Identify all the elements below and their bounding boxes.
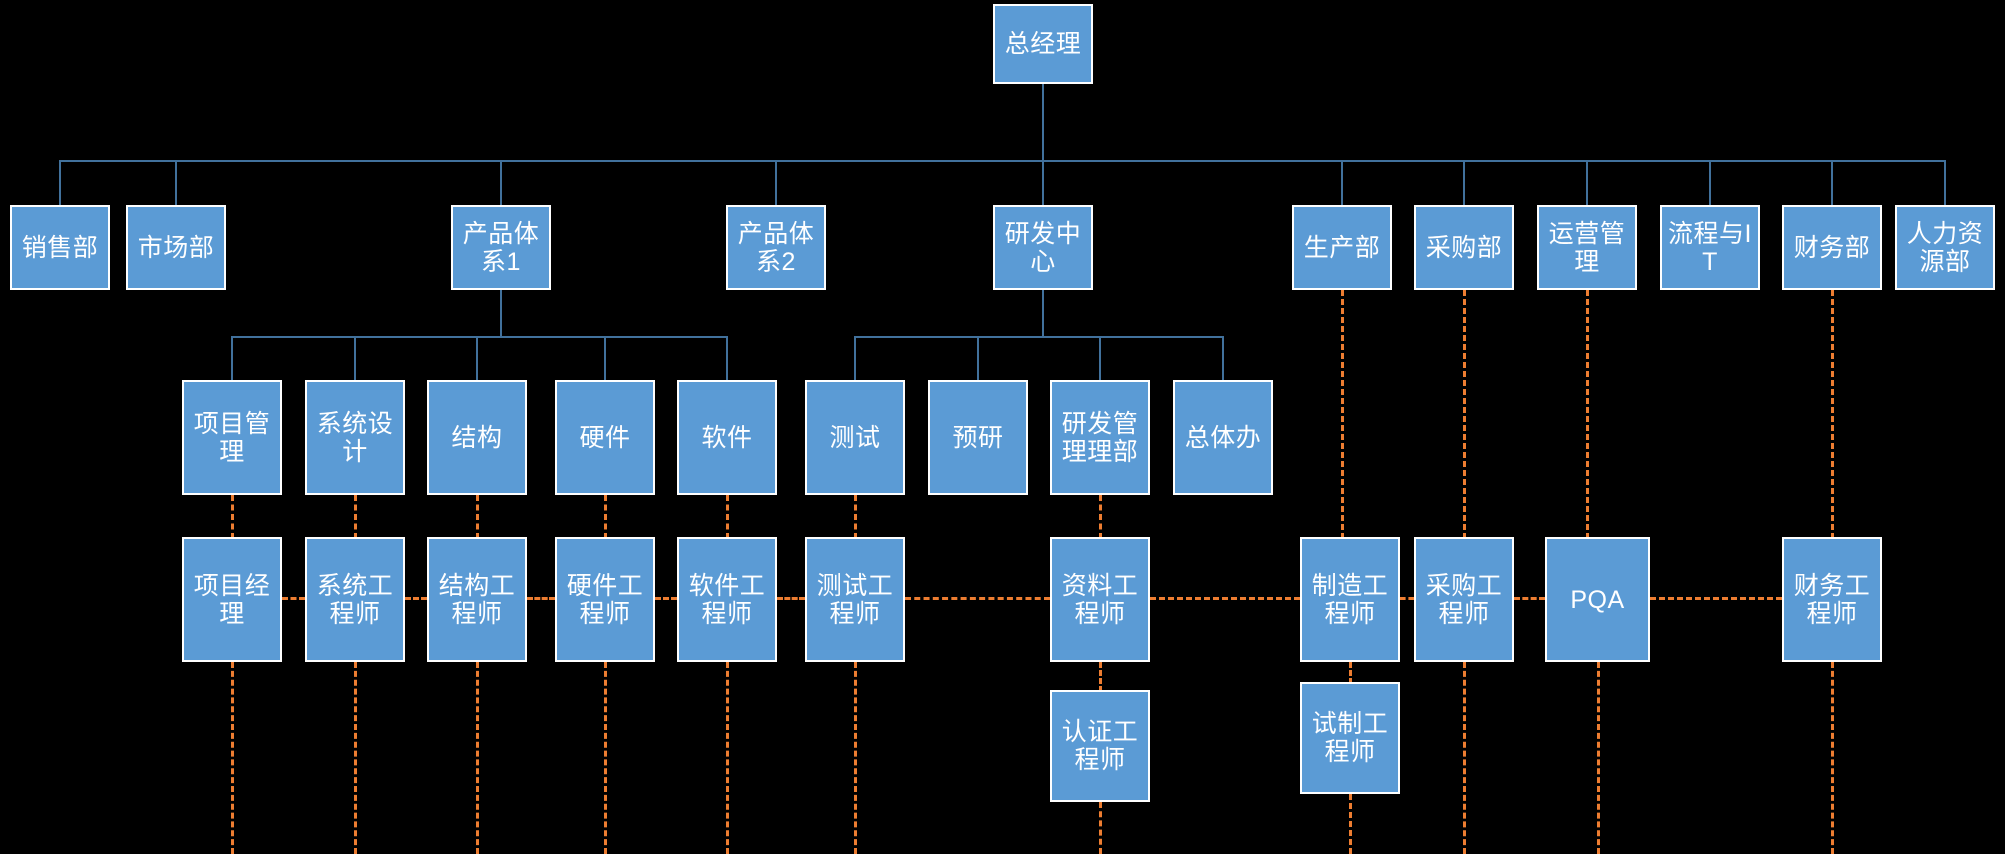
connector-drop-rnd-mgmt bbox=[1099, 336, 1101, 381]
dashed-engineer-peer-bus-8 bbox=[1400, 597, 1414, 600]
connector-drop-hr bbox=[1944, 160, 1946, 206]
node-rnd-center[interactable]: 研发中心 bbox=[993, 205, 1093, 290]
connector-drop-purchasing bbox=[1463, 160, 1465, 206]
connector-rnd-bus bbox=[854, 336, 1222, 338]
node-system-design[interactable]: 系统设计 bbox=[305, 380, 405, 495]
node-system-engineer[interactable]: 系统工程师 bbox=[305, 537, 405, 662]
dashed-operations-to-pqa bbox=[1586, 290, 1589, 539]
connector-drop-product2 bbox=[775, 160, 777, 206]
node-hardware[interactable]: 硬件 bbox=[555, 380, 655, 495]
dashed-tail-sw-eng bbox=[726, 662, 729, 854]
connector-drop-general-off bbox=[1222, 336, 1224, 381]
dashed-finance-to-fin-eng bbox=[1831, 290, 1834, 539]
dashed-tail-fin-eng bbox=[1831, 662, 1834, 854]
dashed-tail-hw-eng bbox=[604, 662, 607, 854]
dashed-tail-sys-eng bbox=[354, 662, 357, 854]
connector-product1-bus bbox=[231, 336, 726, 338]
node-general-office[interactable]: 总体办 bbox=[1173, 380, 1273, 495]
node-trial-production-engineer[interactable]: 试制工程师 bbox=[1300, 682, 1400, 794]
connector-product1-stem bbox=[500, 290, 502, 336]
dashed-production-to-mfg-eng bbox=[1341, 290, 1344, 539]
dashed-tail-struct-eng bbox=[476, 662, 479, 854]
node-sales-department[interactable]: 销售部 bbox=[10, 205, 110, 290]
connector-drop-sys-design bbox=[354, 336, 356, 381]
dashed-engineer-peer-bus-10 bbox=[1650, 597, 1782, 600]
node-structure-engineer[interactable]: 结构工程师 bbox=[427, 537, 527, 662]
node-process-and-it[interactable]: 流程与IT bbox=[1660, 205, 1760, 290]
connector-drop-software bbox=[726, 336, 728, 381]
connector-drop-product1 bbox=[500, 160, 502, 206]
connector-drop-testing bbox=[854, 336, 856, 381]
node-finance-engineer[interactable]: 财务工程师 bbox=[1782, 537, 1882, 662]
dashed-tail-proj-mgr bbox=[231, 662, 234, 854]
dashed-hardware-to-hw-eng bbox=[604, 495, 607, 539]
connector-root-stem bbox=[1042, 84, 1044, 160]
dashed-tail-purch-eng bbox=[1463, 662, 1466, 854]
node-test-engineer[interactable]: 测试工程师 bbox=[805, 537, 905, 662]
dashed-engineer-peer-bus-9 bbox=[1514, 597, 1545, 600]
node-software-engineer[interactable]: 软件工程师 bbox=[677, 537, 777, 662]
node-purchasing-engineer[interactable]: 采购工程师 bbox=[1414, 537, 1514, 662]
dashed-tail-pqa bbox=[1597, 662, 1600, 854]
dashed-engineer-peer-bus-left bbox=[282, 597, 305, 600]
node-production-department[interactable]: 生产部 bbox=[1292, 205, 1392, 290]
dashed-tail-test-eng bbox=[854, 662, 857, 854]
dashed-engineer-peer-bus-4 bbox=[655, 597, 677, 600]
dashed-doc-eng-to-cert-eng bbox=[1099, 662, 1102, 692]
dashed-proj-mgmt-to-proj-mgr bbox=[231, 495, 234, 539]
connector-drop-operations bbox=[1586, 160, 1588, 206]
node-structure[interactable]: 结构 bbox=[427, 380, 527, 495]
connector-drop-rnd bbox=[1042, 160, 1044, 206]
connector-drop-preresearch bbox=[977, 336, 979, 381]
connector-drop-hardware bbox=[604, 336, 606, 381]
dashed-engineer-peer-bus-6 bbox=[905, 597, 1050, 600]
dashed-structure-to-struct-eng bbox=[476, 495, 479, 539]
connector-rnd-stem bbox=[1042, 290, 1044, 336]
node-finance-department[interactable]: 财务部 bbox=[1782, 205, 1882, 290]
connector-drop-finance bbox=[1831, 160, 1833, 206]
node-product-system-1[interactable]: 产品体系1 bbox=[451, 205, 551, 290]
dashed-mfg-eng-to-trial-eng bbox=[1349, 662, 1352, 684]
dashed-engineer-peer-bus-3 bbox=[527, 597, 555, 600]
node-project-management[interactable]: 项目管理 bbox=[182, 380, 282, 495]
dashed-engineer-peer-bus-7 bbox=[1150, 597, 1300, 600]
connector-drop-structure bbox=[476, 336, 478, 381]
node-product-system-2[interactable]: 产品体系2 bbox=[726, 205, 826, 290]
dashed-purchasing-to-purch-eng bbox=[1463, 290, 1466, 539]
connector-drop-proj-mgmt bbox=[231, 336, 233, 381]
connector-level2-bus bbox=[59, 160, 1945, 162]
connector-drop-process-it bbox=[1709, 160, 1711, 206]
node-documentation-engineer[interactable]: 资料工程师 bbox=[1050, 537, 1150, 662]
node-testing[interactable]: 测试 bbox=[805, 380, 905, 495]
dashed-rnd-mgmt-to-doc-eng bbox=[1099, 495, 1102, 539]
dashed-tail-cert-eng bbox=[1099, 802, 1102, 854]
dashed-software-to-sw-eng bbox=[726, 495, 729, 539]
node-human-resources-department[interactable]: 人力资源部 bbox=[1895, 205, 1995, 290]
dashed-engineer-peer-bus-2 bbox=[405, 597, 427, 600]
connector-drop-marketing bbox=[175, 160, 177, 206]
dashed-engineer-peer-bus-5 bbox=[777, 597, 805, 600]
node-rnd-management-department[interactable]: 研发管理理部 bbox=[1050, 380, 1150, 495]
node-operations-management[interactable]: 运营管理 bbox=[1537, 205, 1637, 290]
node-software[interactable]: 软件 bbox=[677, 380, 777, 495]
node-pqa[interactable]: PQA bbox=[1545, 537, 1650, 662]
dashed-sys-design-to-sys-eng bbox=[354, 495, 357, 539]
connector-drop-sales bbox=[59, 160, 61, 206]
node-pre-research[interactable]: 预研 bbox=[928, 380, 1028, 495]
node-project-manager[interactable]: 项目经理 bbox=[182, 537, 282, 662]
node-purchasing-department[interactable]: 采购部 bbox=[1414, 205, 1514, 290]
dashed-testing-to-test-eng bbox=[854, 495, 857, 539]
connector-drop-production bbox=[1341, 160, 1343, 206]
node-general-manager[interactable]: 总经理 bbox=[993, 4, 1093, 84]
node-hardware-engineer[interactable]: 硬件工程师 bbox=[555, 537, 655, 662]
node-certification-engineer[interactable]: 认证工程师 bbox=[1050, 690, 1150, 802]
node-manufacturing-engineer[interactable]: 制造工程师 bbox=[1300, 537, 1400, 662]
dashed-tail-trial-eng bbox=[1349, 794, 1352, 854]
node-marketing-department[interactable]: 市场部 bbox=[126, 205, 226, 290]
